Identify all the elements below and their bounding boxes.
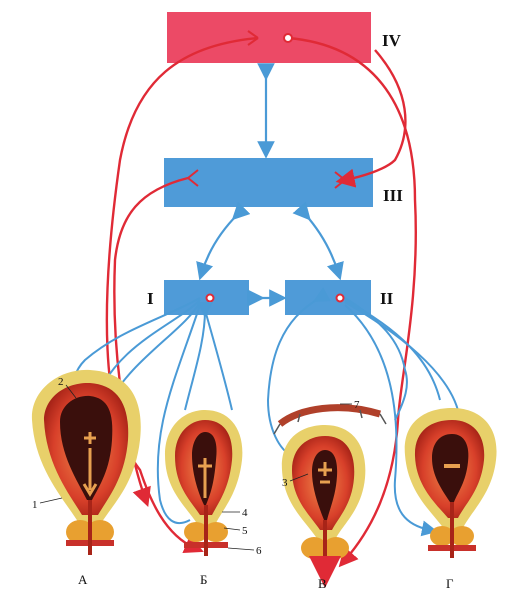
callout-7: 7 (354, 399, 360, 411)
link-3-2 (292, 201, 344, 281)
callout-2: 2 (58, 376, 64, 388)
callout-6: 6 (256, 545, 262, 557)
red-path-right-from-4 (287, 36, 417, 568)
level-4-label: IV (382, 31, 402, 50)
bladder-v-label: В (318, 576, 327, 591)
callout-leaders (39, 384, 352, 551)
red-path-left-outer (105, 36, 259, 553)
level-3-label: III (383, 186, 403, 205)
callout-5: 5 (242, 525, 248, 537)
afferent-pathways (63, 287, 461, 537)
bladder-b (165, 410, 243, 556)
bladder-b-label: Б (200, 572, 207, 587)
bladder-a (31, 369, 141, 555)
level-1-label: I (147, 289, 154, 308)
level-2-label: II (380, 289, 394, 308)
center-connections (196, 63, 344, 307)
bladder-g-label: Г (446, 576, 454, 591)
link-3-1 (196, 201, 251, 281)
bladder-v (273, 404, 387, 588)
bladder-g (404, 408, 497, 558)
level-4-box (167, 12, 371, 63)
callout-1: 1 (32, 499, 38, 511)
red-path-4-to-3 (335, 49, 407, 188)
callout-3: 3 (282, 477, 288, 489)
bladder-a-label: А (78, 572, 88, 587)
callout-4: 4 (242, 507, 248, 519)
synapse-markers (187, 30, 346, 303)
